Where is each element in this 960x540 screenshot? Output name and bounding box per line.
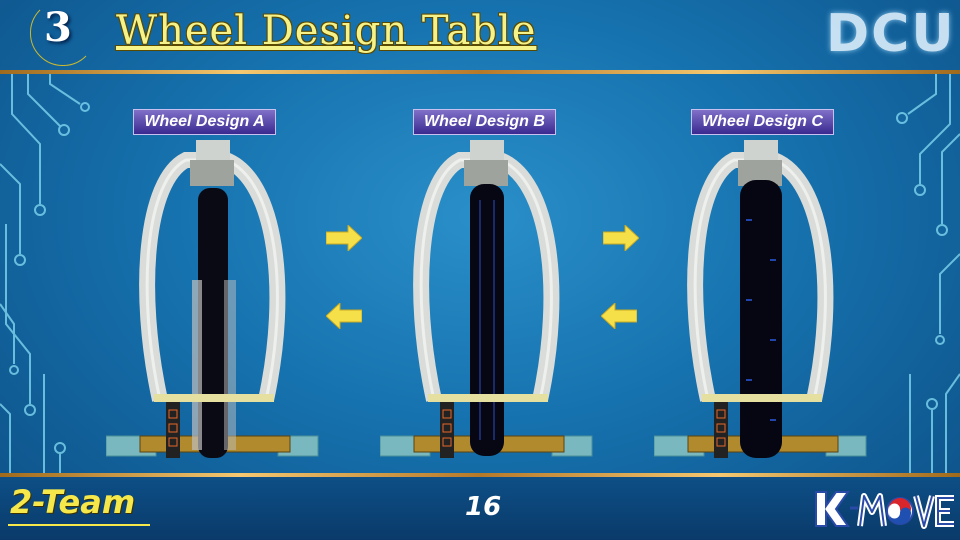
- circuit-decoration-left: [0, 74, 90, 474]
- footer-divider: [0, 473, 960, 477]
- dcu-logo: DCU: [826, 4, 956, 64]
- left-arrow-icon: [601, 303, 637, 329]
- team-name: 2-Team: [10, 483, 136, 521]
- right-arrow-icon: [326, 225, 362, 251]
- slide-footer: [0, 477, 960, 540]
- circuit-decoration-right: [896, 74, 960, 474]
- design-b-label: Wheel Design B: [413, 109, 556, 135]
- wheel-design-a-image: [106, 140, 319, 458]
- design-a-label: Wheel Design A: [133, 109, 276, 135]
- slide-header: 3 Wheel Design Table DCU: [0, 0, 960, 70]
- team-name-underline: [8, 524, 150, 526]
- header-divider: [0, 70, 960, 74]
- left-arrow-icon: [326, 303, 362, 329]
- wheel-design-c-image: [654, 140, 867, 458]
- section-number: 3: [44, 4, 72, 51]
- slide-title: Wheel Design Table: [116, 8, 537, 54]
- wheel-design-b-image: [380, 140, 593, 458]
- crescent-moon-icon: [30, 9, 87, 66]
- design-c-label: Wheel Design C: [691, 109, 834, 135]
- page-number: 16: [465, 492, 502, 522]
- k-move-logo: [815, 491, 954, 529]
- right-arrow-icon: [603, 225, 639, 251]
